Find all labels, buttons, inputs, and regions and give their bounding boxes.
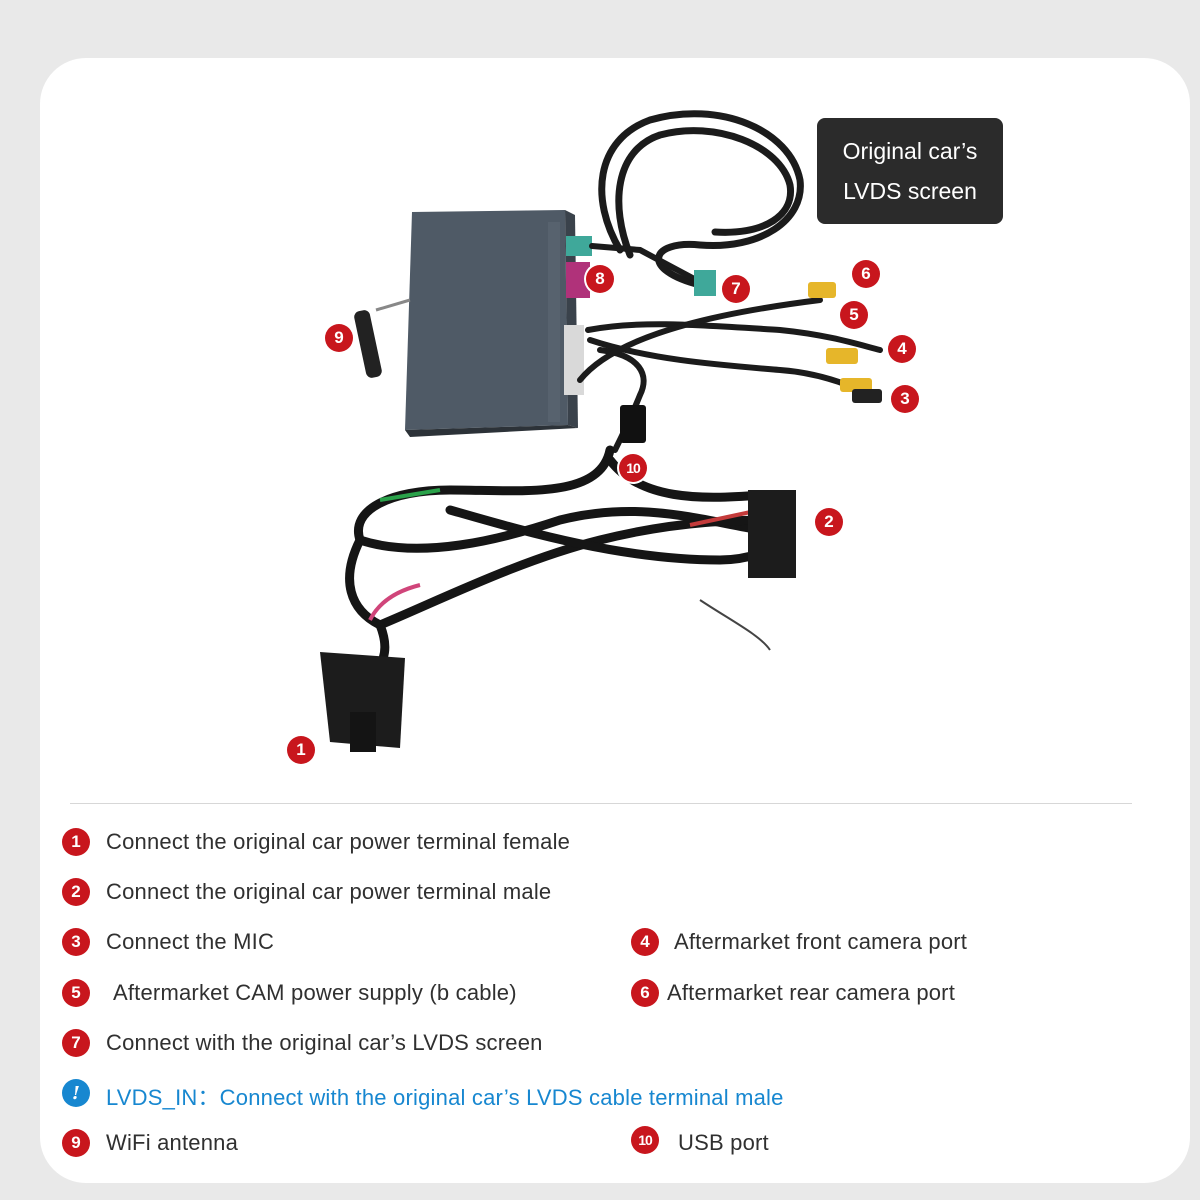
callout-line-1: Original car’s	[842, 138, 978, 164]
legend-text-2: Connect the original car power terminal …	[106, 879, 552, 904]
photo-marker-9: 9	[325, 324, 353, 352]
photo-marker-10: 10	[619, 454, 647, 482]
photo-marker-1: 1	[287, 736, 315, 764]
legend-badge-9: 9	[62, 1129, 90, 1157]
photo-marker-6: 6	[852, 260, 880, 288]
legend-badge-7: 7	[62, 1029, 90, 1057]
photo-marker-5: 5	[840, 301, 868, 329]
legend-badge-10: 10	[631, 1126, 659, 1154]
legend-text-lvds-in: LVDS_IN：Connect with the original car’s …	[106, 1085, 784, 1110]
legend-badge-3: 3	[62, 928, 90, 956]
module-box	[405, 210, 578, 437]
photo-marker-4: 4	[888, 335, 916, 363]
harness-plug	[564, 325, 584, 395]
lvds-cable	[598, 110, 804, 289]
legend-badge-lvds-in: !	[62, 1079, 90, 1107]
power-terminal-male	[748, 490, 796, 578]
legend-text-3: Connect the MIC	[106, 929, 275, 954]
lvds-out-connector	[566, 236, 592, 256]
callout-line-2: LVDS screen	[843, 178, 977, 204]
photo-marker-7: 7	[722, 275, 750, 303]
power-terminal-female	[320, 652, 405, 748]
legend-text-7: Connect with the original car’s LVDS scr…	[106, 1030, 543, 1055]
main-harness	[345, 445, 795, 685]
legend-text-5: Aftermarket CAM power supply (b cable)	[113, 980, 517, 1005]
legend-badge-1: 1	[62, 828, 90, 856]
product-photo	[320, 110, 883, 752]
legend-badge-2: 2	[62, 878, 90, 906]
photo-marker-2: 2	[815, 508, 843, 536]
legend-badge-6: 6	[631, 979, 659, 1007]
legend-text-4: Aftermarket front camera port	[674, 929, 968, 954]
wifi-antenna	[354, 298, 411, 378]
legend-text-10: USB port	[678, 1130, 769, 1155]
legend-text-6: Aftermarket rear camera port	[667, 980, 956, 1005]
legend-badge-5: 5	[62, 979, 90, 1007]
divider	[70, 803, 1132, 804]
lvds-screen-callout: Original car’s LVDS screen	[817, 118, 1003, 224]
photo-marker-3: 3	[891, 385, 919, 413]
legend-badge-4: 4	[631, 928, 659, 956]
legend-text-1: Connect the original car power terminal …	[106, 829, 571, 854]
legend-text-9: WiFi antenna	[106, 1130, 239, 1155]
photo-marker-8: 8	[586, 265, 614, 293]
